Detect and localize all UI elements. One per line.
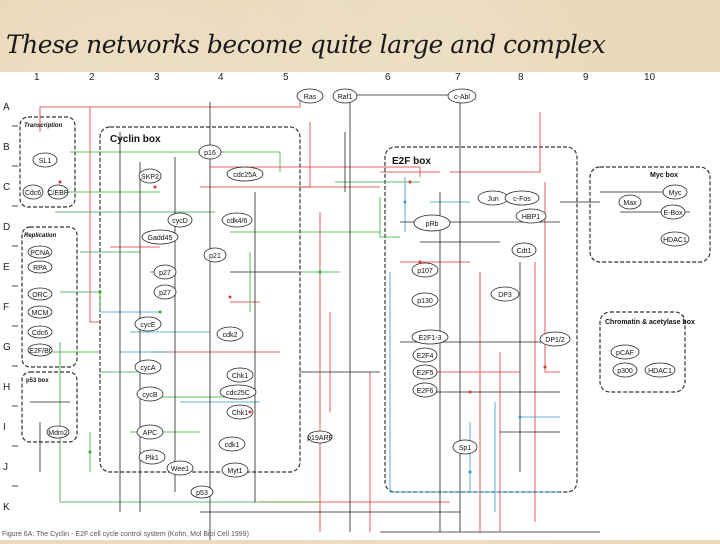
row-label: C	[3, 182, 10, 193]
figure-caption: Figure 6A: The Cyclin - E2F cell cycle c…	[2, 531, 249, 538]
node-p107: p107	[417, 268, 433, 275]
node-e2f4: E2F4	[417, 353, 434, 360]
node-e2f5: E2F5	[417, 370, 434, 377]
node-wee1: Wee1	[171, 466, 189, 473]
row-label: K	[3, 502, 10, 513]
cyclin-box	[99, 126, 301, 473]
node-chk1b: Chk1	[232, 410, 248, 417]
node-prb: pRb	[426, 221, 439, 228]
p53-box	[21, 371, 78, 443]
node-cyca: cycA	[140, 365, 156, 372]
chromatin-box	[599, 311, 686, 393]
node-e2f6: E2F6	[417, 388, 434, 395]
row-label: E	[3, 262, 10, 273]
column-label: 3	[154, 72, 160, 83]
row-label: H	[3, 382, 10, 393]
column-labels: 1 2 3 4 5 6 7 8 9 10	[34, 72, 656, 83]
node-cdc25c: cdc25C	[226, 390, 250, 397]
node-e2f13: E2F1-3	[419, 335, 442, 342]
cyclin-box-label: Cyclin box	[110, 134, 161, 145]
node-rpa: RPA	[33, 265, 47, 272]
node-hdac1: HDAC1	[663, 237, 687, 244]
network-diagram: 1 2 3 4 5 6 7 8 9 10 A B C D E F G H I J…	[0, 72, 720, 542]
replication-box	[21, 226, 78, 368]
column-label: 7	[455, 72, 461, 83]
node-ras: Ras	[304, 94, 317, 101]
node-p16: p16	[204, 150, 216, 157]
node-chk1: Chk1	[232, 373, 248, 380]
node-jun: Jun	[487, 196, 498, 203]
node-ebp1: E2F/Bf	[29, 348, 50, 355]
node-cdk1: cdk1	[225, 442, 240, 449]
node-max: Max	[623, 200, 637, 207]
node-ebox: E-Box	[663, 210, 683, 217]
node-pcaf: pCAF	[616, 350, 634, 357]
transcription-box-label: Transcription	[24, 123, 63, 129]
node-p27b: p27	[159, 290, 171, 297]
node-hdac1b: HDAC1	[648, 368, 672, 375]
node-cdk2: cdk2	[223, 332, 238, 339]
column-label: 6	[385, 72, 391, 83]
p53-box-label: p53 box	[26, 378, 49, 384]
node-p53: p53	[196, 490, 208, 497]
node-myt1: Myt1	[227, 468, 242, 475]
node-dp12: DP1/2	[545, 337, 565, 344]
node-p27: p27	[159, 270, 171, 277]
column-label: 4	[218, 72, 224, 83]
row-labels: A B C D E F G H I J K	[3, 102, 11, 513]
column-label: 1	[34, 72, 40, 83]
node-cdk46: cdk4/6	[227, 218, 248, 225]
transcription-box	[19, 116, 76, 208]
node-myc: Myc	[669, 190, 682, 197]
slide-title: These networks become quite large and co…	[6, 30, 606, 59]
chromatin-box-label: Chromatin & acetylase box	[605, 319, 695, 326]
node-p300: p300	[617, 368, 633, 375]
e2f-box-label: E2F box	[392, 156, 431, 167]
node-p21: p21	[209, 253, 221, 260]
column-label: 10	[644, 72, 656, 83]
row-label: D	[3, 222, 10, 233]
node-hbp1: HBP1	[522, 214, 540, 221]
row-label: F	[3, 302, 9, 313]
node-cycb: cycB	[142, 392, 158, 399]
row-label: A	[3, 102, 10, 113]
node-apc: APC	[143, 430, 157, 437]
node-sl1: SL1	[39, 158, 52, 165]
column-label: 5	[283, 72, 289, 83]
node-gadd45: Gadd45	[148, 235, 173, 242]
replication-box-label: Replication	[24, 233, 57, 239]
row-label: B	[3, 142, 10, 153]
node-pcna: PCNA	[30, 250, 50, 257]
myc-box	[589, 166, 711, 263]
node-cyce: cycE	[140, 322, 156, 329]
row-label: G	[3, 342, 11, 353]
node-sp1: Sp1	[459, 445, 472, 452]
node-fos: c-Fos	[513, 196, 531, 203]
node-mcm: MCM	[32, 310, 49, 317]
column-label: 8	[518, 72, 524, 83]
node-cebp: C/EBP	[47, 190, 68, 197]
node-mdm2: Mdm2	[48, 430, 68, 437]
node-p19: p19ARF	[307, 435, 333, 442]
column-label: 9	[583, 72, 589, 83]
node-cdc25a: cdc25A	[233, 172, 257, 179]
node-cabl: c-Abl	[454, 94, 470, 101]
column-label: 2	[89, 72, 95, 83]
node-cdc6b: Cdc6	[32, 330, 48, 337]
node-plk1: Plk1	[145, 455, 159, 462]
myc-box-label: Myc box	[650, 172, 678, 179]
row-label: J	[3, 462, 8, 473]
node-orc: ORC	[32, 292, 48, 299]
node-cycd: cycD	[172, 218, 188, 225]
node-p130: p130	[417, 298, 433, 305]
node-cdc6: Cdc6	[25, 190, 41, 197]
node-cdt1: Cdt1	[517, 248, 532, 255]
row-label: I	[3, 422, 6, 433]
node-skp2: SKP2	[141, 174, 159, 181]
node-raf1: Raf1	[338, 94, 353, 101]
node-dp3: DP3	[498, 292, 512, 299]
